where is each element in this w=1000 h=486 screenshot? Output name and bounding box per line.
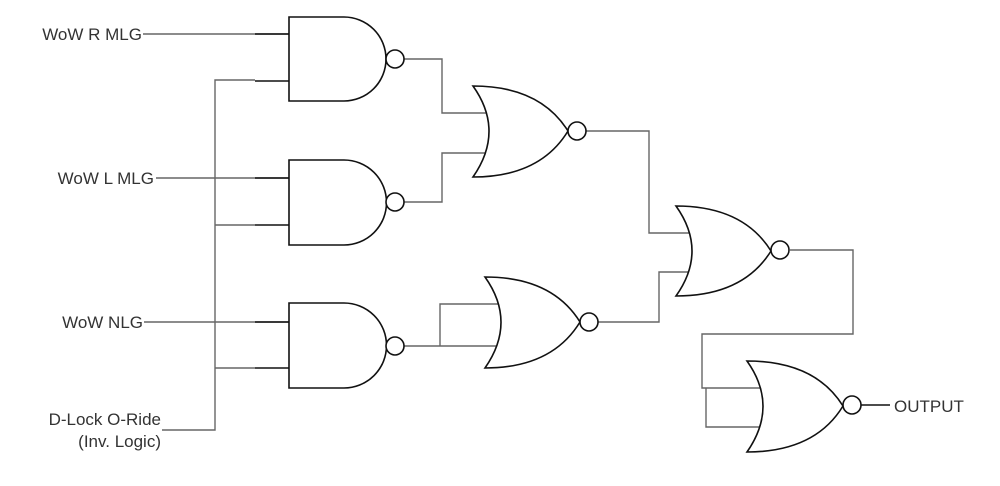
output-label: OUTPUT — [894, 397, 964, 416]
input-label-dlock: D-Lock O-Ride — [49, 410, 161, 429]
nor-gate-3 — [483, 276, 599, 369]
wire-dlock-bus — [162, 79, 255, 431]
inverter-bubble-icon — [567, 121, 587, 141]
nor-gate-4 — [745, 360, 862, 453]
input-label-wow-r-mlg: WoW R MLG — [42, 25, 142, 44]
inverter-bubble-icon — [579, 312, 599, 332]
wire-nor1-nor2 — [586, 130, 690, 234]
inverter-bubble-icon — [385, 192, 405, 212]
nand-input-stubs — [255, 33, 289, 369]
inverter-bubble-icon — [770, 240, 790, 260]
wires — [143, 33, 890, 431]
input-label-wow-nlg: WoW NLG — [62, 313, 143, 332]
wire-nand2-nor1 — [404, 152, 488, 203]
nor-gate-1 — [471, 85, 587, 178]
nand-gate-2 — [288, 159, 405, 246]
wire-nor2-nor4 — [701, 249, 854, 428]
wire-nor3-nor2 — [598, 271, 690, 323]
nor-gate-2 — [674, 205, 790, 297]
nand-gate-1 — [288, 16, 405, 102]
nand-gate-3 — [288, 302, 405, 389]
input-label-wow-l-mlg: WoW L MLG — [58, 169, 154, 188]
inverter-bubble-icon — [385, 49, 405, 69]
wire-nand3-nor3 — [404, 303, 498, 347]
wire-nand1-nor1 — [404, 58, 488, 114]
inverter-bubble-icon — [842, 395, 862, 415]
inverter-bubble-icon — [385, 336, 405, 356]
input-label-dlock-sub: (Inv. Logic) — [78, 432, 161, 451]
